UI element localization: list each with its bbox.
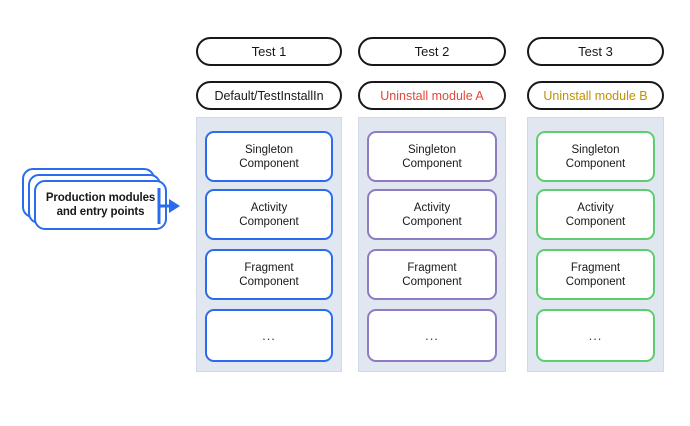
component-card-label-line1: Activity [413,201,451,214]
arrow-icon [157,188,180,224]
test-title-pill-test-2[interactable]: Test 2 [358,37,506,66]
production-modules-label: Production modules and entry points [34,180,167,230]
component-card-test-3-4[interactable]: ... [536,309,655,362]
component-card-label-line1: ... [425,327,439,343]
arrow-to-test-1 [155,186,197,226]
component-card-label-line1: Fragment [407,261,457,274]
production-modules-label-line1: Production modules [45,192,156,204]
production-modules-label-line2: and entry points [56,206,145,218]
test-subtitle-pill-test-2[interactable]: Uninstall module A [358,81,506,110]
test-subtitle-pill-test-1[interactable]: Default/TestInstallIn [196,81,342,110]
component-card-label-line1: Singleton [408,143,456,156]
test-title-pill-test-1[interactable]: Test 1 [196,37,342,66]
component-card-label-line2: Component [565,157,626,170]
component-card-test-1-4[interactable]: ... [205,309,333,362]
component-card-label-line2: Component [402,215,462,228]
component-card-label-line2: Component [239,215,299,228]
component-card-label-line1: Singleton [571,143,620,156]
component-card-label-line1: Activity [250,201,288,214]
production-modules-card-front [34,180,167,230]
component-card-label-line2: Component [239,275,299,288]
component-card-label-line1: ... [588,327,603,343]
component-card-label-line2: Component [402,157,462,170]
component-card-label-line2: Component [565,275,626,288]
component-card-label: ... [588,327,603,343]
component-card-label: ... [262,327,276,343]
component-card-label-line1: ... [262,327,276,343]
component-card-label-line2: Component [402,275,462,288]
component-card-label-line1: Fragment [570,261,621,274]
production-modules-stack: Production modules and entry points [22,168,167,230]
test-title-pill-test-3[interactable]: Test 3 [527,37,664,66]
component-card-label: ... [425,327,439,343]
component-card-test-2-4[interactable]: ... [367,309,497,362]
test-subtitle-pill-test-3[interactable]: Uninstall module B [527,81,664,110]
component-card-label-line1: Activity [577,201,614,214]
component-card-label-line2: Component [239,157,299,170]
component-card-label-line1: Fragment [244,261,294,274]
component-card-label-line2: Component [565,215,626,228]
component-card-label-line1: Singleton [245,143,293,156]
